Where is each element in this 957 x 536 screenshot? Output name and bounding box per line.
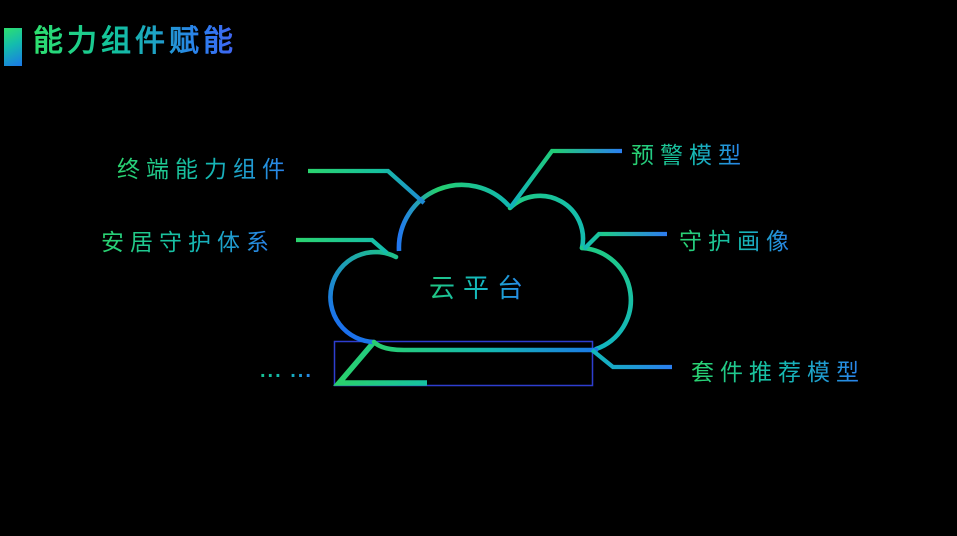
connector-suite-model (590, 348, 672, 370)
slide-title: 能力组件赋能 (33, 25, 237, 58)
title-accent-bar (4, 28, 22, 66)
connector-terminal (308, 168, 426, 205)
cloud-right-bump (579, 245, 634, 352)
connector-guard-portrait (582, 231, 667, 251)
label-suite-model: 套件推荐模型 (691, 359, 865, 385)
cloud-top-bump (396, 182, 511, 252)
cloud-label: 云平台 (429, 273, 532, 303)
connector-warning-model (508, 148, 622, 210)
cloud-tail (333, 340, 427, 386)
cloud-left-bump (328, 249, 399, 345)
base-outline-box (333, 340, 594, 387)
cloud-upper-right-bump (507, 193, 586, 251)
ellipsis-dots: ... ... (260, 360, 313, 382)
label-terminal-capability: 终端能力组件 (117, 156, 291, 182)
connector-guard-system (296, 237, 389, 255)
label-guard-system: 安居守护体系 (101, 229, 275, 255)
label-guard-portrait: 守护画像 (679, 228, 795, 254)
cloud-bottom-edge (371, 339, 599, 353)
label-warning-model: 预警模型 (631, 142, 747, 168)
